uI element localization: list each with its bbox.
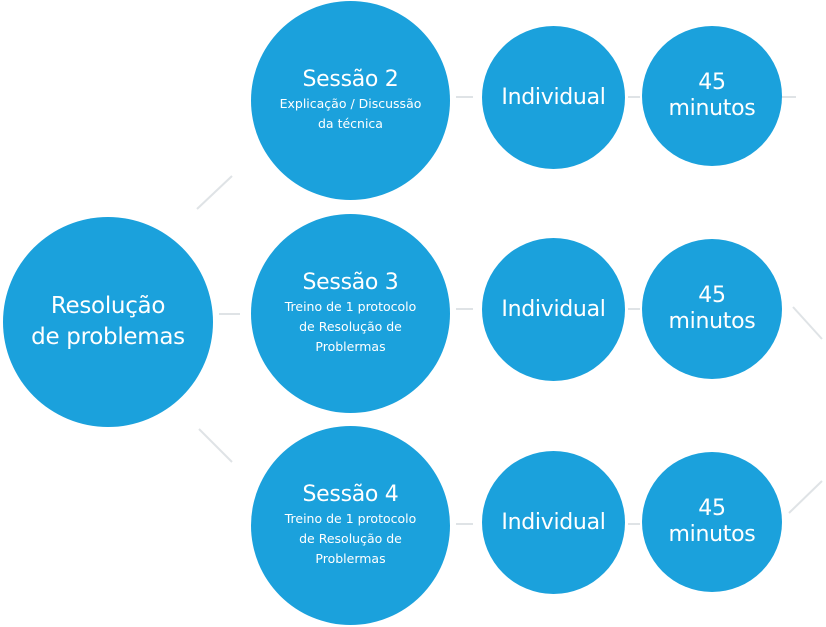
session-4-mode-label: Individual [501, 509, 606, 535]
session-2-title: Sessão 2 [302, 67, 399, 92]
session-2-mode-circle: Individual [482, 26, 625, 169]
session-2-circle: Sessão 2 Explicação / Discussão da técni… [251, 1, 450, 200]
session-4-duration-circle: 45 minutos [642, 452, 782, 592]
session-2-duration-label: 45 minutos [668, 70, 756, 121]
main-topic-title: Resolução de problemas [31, 293, 185, 350]
session-3-mode-circle: Individual [482, 238, 625, 381]
session-4-mode-circle: Individual [482, 451, 625, 594]
connector-main-to-session-4 [198, 428, 233, 463]
session-3-duration-circle: 45 minutos [642, 239, 782, 379]
session-4-title: Sessão 4 [302, 482, 399, 507]
session-2-description: Explicação / Discussão da técnica [279, 96, 422, 131]
session-4-circle: Sessão 4 Treino de 1 protocolo de Resolu… [251, 426, 450, 625]
session-3-circle: Sessão 3 Treino de 1 protocolo de Resolu… [251, 214, 450, 413]
connector-main-to-session-2 [196, 175, 233, 210]
session-3-duration-label: 45 minutos [668, 283, 756, 334]
session-3-description: Treino de 1 protocolo de Resolução de Pr… [284, 299, 417, 354]
session-4-description: Treino de 1 protocolo de Resolução de Pr… [284, 511, 417, 566]
session-2-duration-circle: 45 minutos [642, 26, 782, 166]
session-2-mode-label: Individual [501, 84, 606, 110]
connector-duration-4-out [788, 480, 823, 514]
session-3-title: Sessão 3 [302, 270, 399, 295]
connector-duration-3-out [792, 306, 823, 340]
session-3-mode-label: Individual [501, 296, 606, 322]
session-4-duration-label: 45 minutos [668, 496, 756, 547]
main-topic-circle: Resolução de problemas [3, 217, 213, 427]
